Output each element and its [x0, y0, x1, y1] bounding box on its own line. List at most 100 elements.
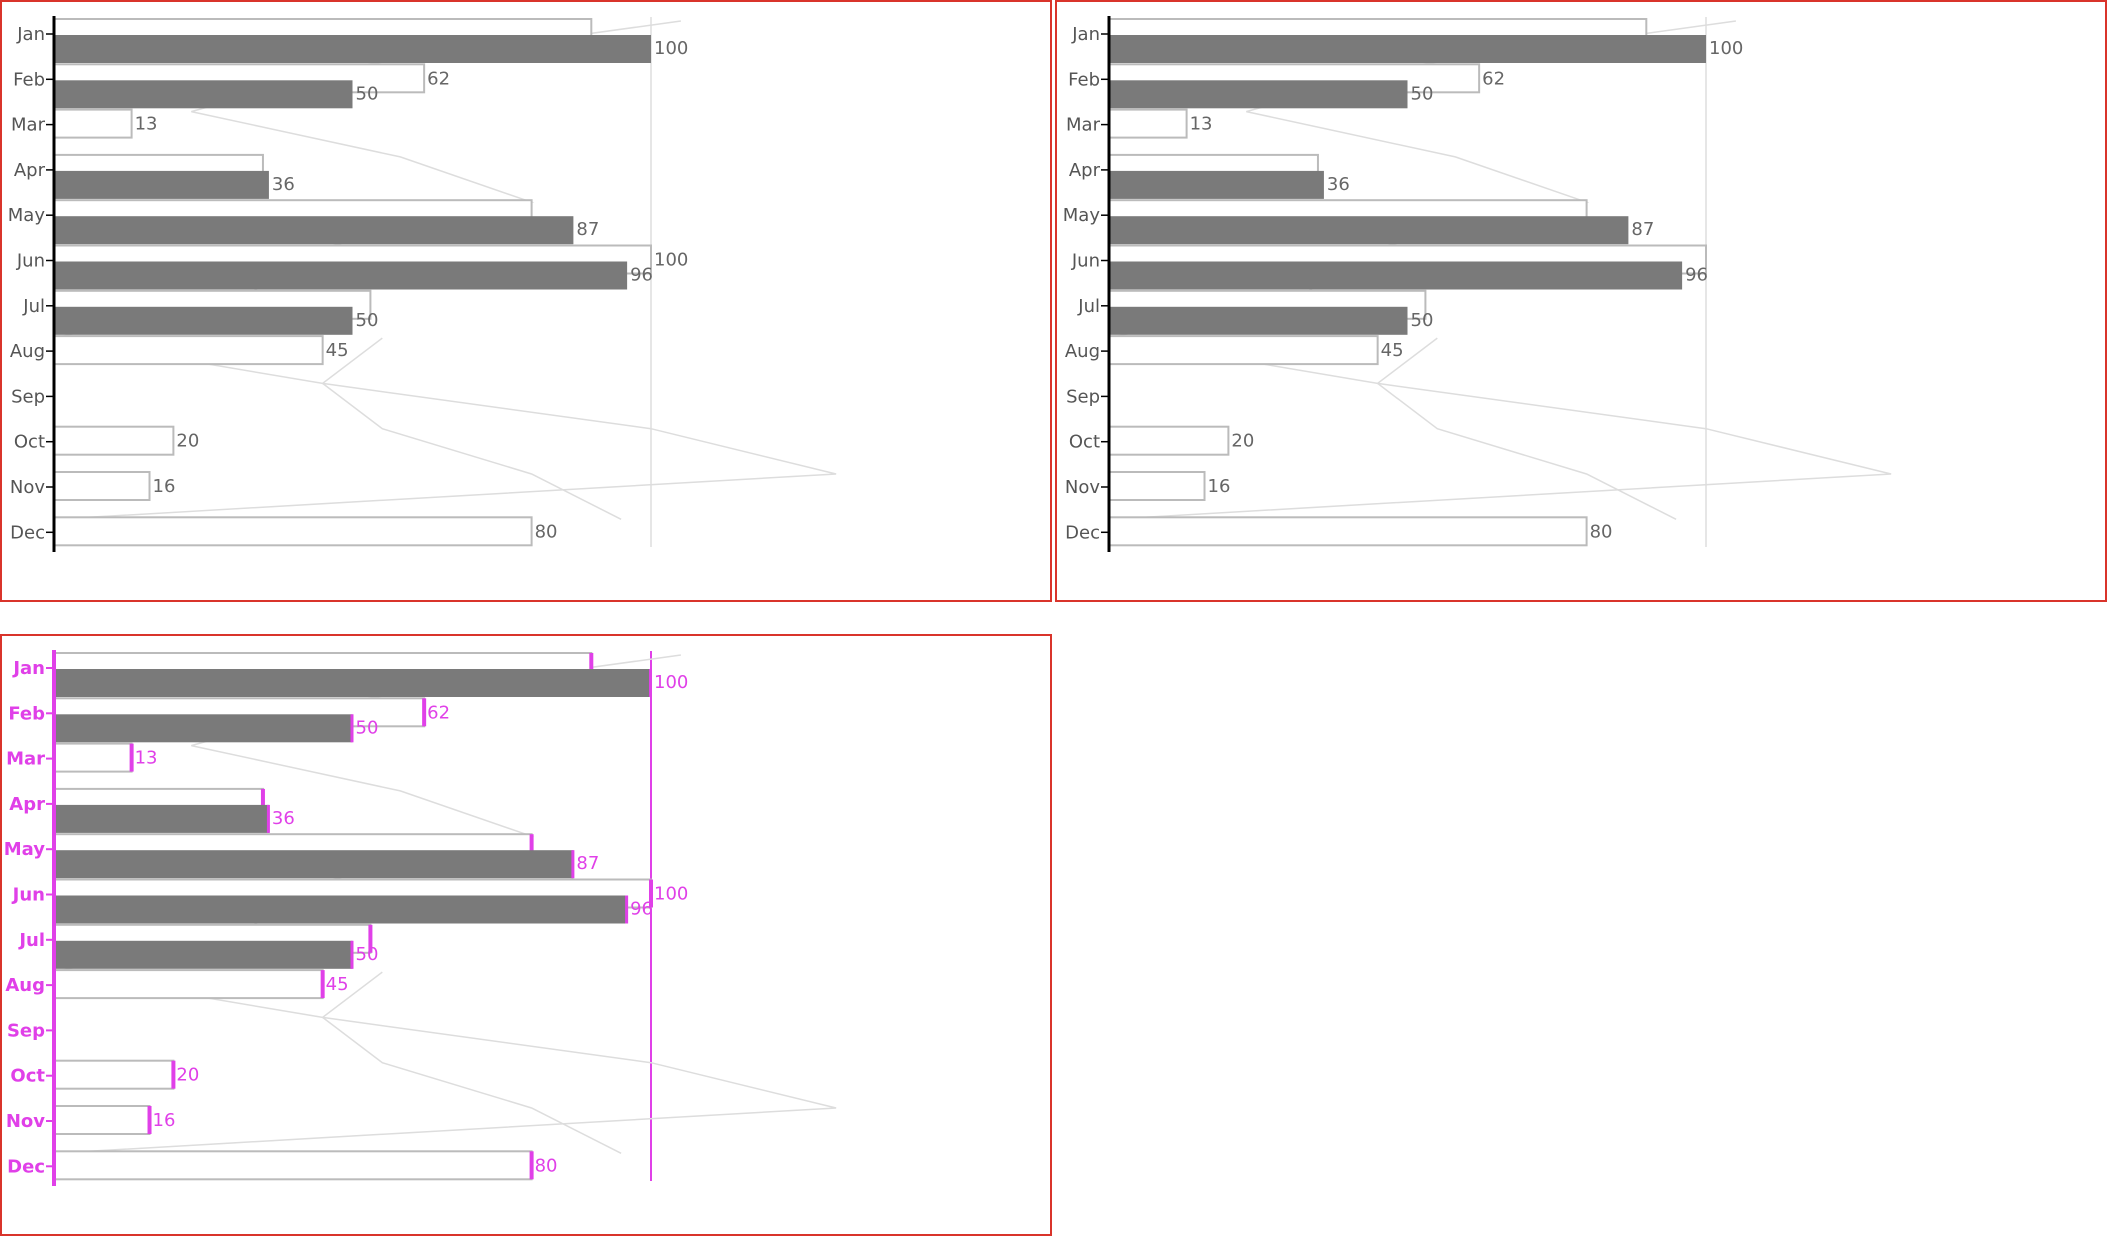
bar-highlight-edge: [350, 714, 354, 743]
category-tick-label: Mar: [1066, 115, 1101, 136]
category-tick-label: May: [8, 205, 46, 226]
bar-filled: [54, 940, 353, 969]
bar-value-label: 96: [1685, 265, 1708, 286]
bar-value-label: 100: [1709, 38, 1743, 59]
bar-value-label: 50: [356, 717, 379, 738]
bar-filled: [54, 804, 269, 833]
bar-value-label: 96: [630, 899, 653, 920]
category-tick-label: May: [4, 839, 46, 860]
bar-value-label: 16: [153, 476, 176, 497]
category-tick-label: Jan: [11, 658, 45, 679]
bar-filled: [54, 714, 353, 743]
bar-outline: [1108, 335, 1379, 366]
category-tick-label: Dec: [7, 1156, 45, 1177]
bar-value-label: 50: [1411, 310, 1434, 331]
category-tick-label: Jul: [1077, 296, 1100, 317]
category-tick-label: Jun: [16, 251, 45, 272]
category-tick-label: Oct: [14, 432, 45, 453]
bar-value-label: 45: [326, 974, 349, 995]
bar-filled: [1109, 35, 1706, 63]
category-tick-label: Aug: [10, 341, 45, 362]
category-tick-label: Feb: [13, 69, 45, 90]
bar-value-label: 100: [654, 672, 688, 693]
bar-filled: [54, 669, 651, 697]
category-tick-label: Jun: [1071, 251, 1100, 272]
bar-highlight-edge: [368, 924, 373, 953]
bar-outline: [53, 1059, 175, 1090]
bar-outline: [53, 742, 133, 773]
bar-chart-2: 1006250133687965045201680JanFebMarAprMay…: [1063, 16, 1892, 552]
bar-outline: [53, 471, 151, 501]
bar-value-label: 50: [1411, 83, 1434, 104]
bar-value-label: 13: [1190, 114, 1213, 135]
bar-value-label: 36: [272, 808, 295, 829]
bar-chart-1: 1006250133687100965045201680JanFebMarApr…: [8, 16, 837, 552]
category-tick-label: Sep: [1066, 386, 1100, 407]
bar-filled: [1109, 170, 1324, 199]
bar-value-label: 100: [654, 38, 688, 59]
bar-value-label: 62: [1482, 68, 1505, 89]
bar-highlight-edge: [129, 743, 134, 772]
bar-value-label: 36: [1327, 174, 1350, 195]
bar-value-label: 62: [427, 68, 450, 89]
bar-filled: [54, 850, 574, 879]
bar-filled: [1109, 306, 1408, 335]
bar-chart-3: 1006250133687100965045201680JanFebMarApr…: [4, 650, 837, 1186]
category-tick-label: Jun: [11, 885, 45, 906]
bar-highlight-edge: [350, 940, 354, 969]
bar-value-label: 50: [356, 310, 379, 331]
bar-value-label: 13: [135, 114, 158, 135]
category-tick-label: Jul: [17, 930, 45, 951]
bar-outline: [53, 1105, 151, 1135]
bar-highlight-edge: [625, 895, 629, 924]
bar-value-label: 96: [630, 265, 653, 286]
category-tick-label: Oct: [1069, 432, 1100, 453]
bar-outline: [1108, 516, 1588, 547]
category-tick-label: Aug: [5, 975, 45, 996]
category-tick-label: Nov: [1065, 477, 1100, 498]
bar-filled: [54, 895, 628, 924]
bar-outline: [53, 969, 324, 1000]
category-tick-label: Apr: [14, 160, 46, 181]
bar-filled: [1109, 216, 1629, 245]
category-tick-label: May: [1063, 205, 1101, 226]
bar-filled: [54, 306, 353, 335]
bar-filled: [54, 80, 353, 109]
category-tick-label: Oct: [10, 1066, 45, 1087]
bar-value-label: 80: [535, 1155, 558, 1176]
bar-filled: [54, 261, 628, 290]
bar-outline: [1108, 108, 1188, 139]
bar-value-label: 100: [654, 884, 688, 905]
category-tick-label: Apr: [9, 794, 45, 815]
bar-value-label: 36: [272, 174, 295, 195]
category-tick-label: Mar: [6, 749, 45, 770]
bar-highlight-edge: [422, 698, 427, 727]
overlay-line-3: [53, 337, 837, 521]
category-tick-label: Feb: [1068, 69, 1100, 90]
category-tick-label: Nov: [10, 477, 45, 498]
bar-filled: [1109, 261, 1683, 290]
overlay-line-3: [1108, 337, 1892, 521]
bar-outline: [53, 516, 533, 547]
bar-value-label: 20: [1231, 431, 1254, 452]
bar-value-label: 45: [326, 340, 349, 361]
bar-value-label: 80: [1590, 521, 1613, 542]
bar-value-label: 80: [535, 521, 558, 542]
bar-outline: [1108, 471, 1206, 501]
bar-value-label: 16: [153, 1110, 176, 1131]
category-tick-label: Jan: [1071, 24, 1100, 45]
bar-value-label: 20: [176, 1065, 199, 1086]
category-tick-label: Feb: [8, 703, 45, 724]
category-tick-label: Sep: [7, 1020, 45, 1041]
bar-highlight-edge: [649, 879, 653, 908]
bar-highlight-edge: [171, 1060, 176, 1089]
bar-outline: [1108, 425, 1230, 456]
bar-highlight-edge: [147, 1106, 152, 1134]
bar-highlight-edge: [320, 970, 325, 999]
category-tick-label: Sep: [11, 386, 45, 407]
bar-highlight-edge: [266, 804, 270, 833]
category-tick-label: Jan: [16, 24, 45, 45]
